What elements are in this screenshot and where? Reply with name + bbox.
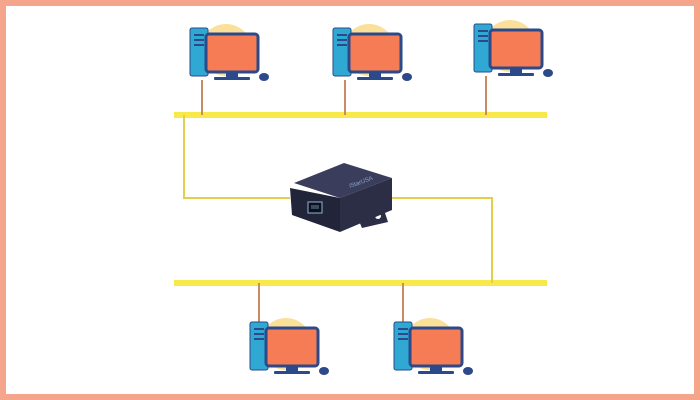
top-computer-2: [331, 22, 414, 83]
device-to-bottom-bus-link: [388, 197, 493, 283]
top-bus-to-device-link: [183, 115, 290, 199]
bottom-computer-1: [248, 316, 331, 377]
top-computer-3: [472, 18, 555, 79]
top-computer-1: [188, 22, 271, 83]
bottom-computer-2: [392, 316, 475, 377]
ethernet-extender-device: iStarUSA: [290, 163, 392, 232]
